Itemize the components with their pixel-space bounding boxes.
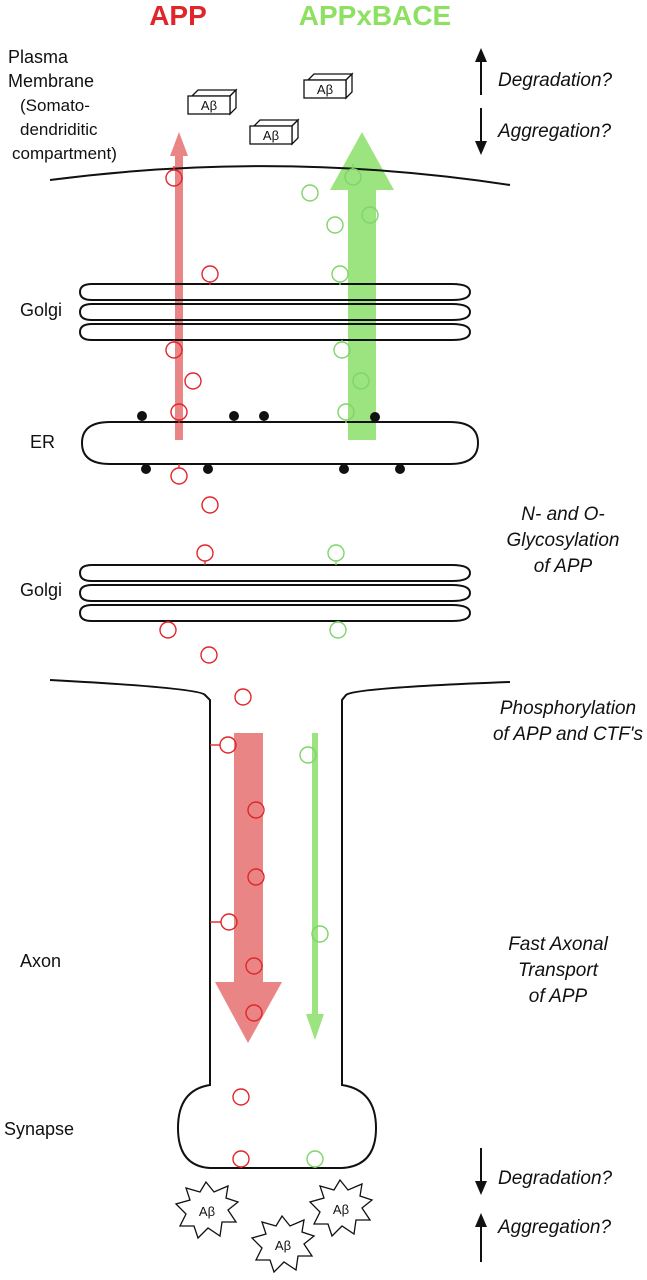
appxbace-upward-arrow	[330, 132, 394, 440]
golgi-bottom	[78, 564, 472, 622]
golgi-bottom-label: Golgi	[20, 580, 62, 600]
svg-text:of APP and CTF's: of APP and CTF's	[493, 724, 644, 745]
svg-text:Membrane: Membrane	[8, 71, 94, 91]
svg-text:compartment): compartment)	[12, 144, 117, 163]
aggregation-top-annotation: Aggregation?	[475, 108, 611, 155]
app-vesicle	[234, 688, 252, 706]
svg-text:Aβ: Aβ	[199, 1204, 215, 1219]
app-downward-arrow	[215, 733, 282, 1043]
appxbace-vesicle	[311, 925, 329, 943]
degradation-top-annotation: Degradation?	[475, 48, 613, 95]
appxbace-vesicle	[306, 1150, 324, 1168]
app-vesicle	[219, 736, 237, 754]
svg-text:Aggregation?: Aggregation?	[497, 121, 611, 142]
abeta-plaque-2: Aβ	[250, 1214, 316, 1274]
abeta-box-2: Aβ	[303, 72, 354, 100]
app-vesicle	[159, 621, 177, 639]
svg-text:dendriditic: dendriditic	[20, 120, 98, 139]
degradation-bottom-annotation: Degradation?	[475, 1148, 613, 1195]
appxbace-vesicle	[327, 544, 345, 562]
appxbace-vesicle	[333, 341, 351, 359]
phosphorylation-annotation: Phosphorylation of APP and CTF's	[493, 698, 644, 745]
app-vesicle	[232, 1150, 250, 1168]
axon-label: Axon	[20, 951, 61, 971]
svg-text:Glycosylation: Glycosylation	[507, 530, 620, 551]
app-vesicle	[247, 801, 265, 819]
svg-text:Aβ: Aβ	[317, 82, 333, 97]
svg-text:N- and O-: N- and O-	[521, 504, 604, 525]
app-vesicle	[245, 957, 263, 975]
svg-text:Aβ: Aβ	[201, 98, 217, 113]
appxbace-vesicle	[331, 265, 349, 283]
app-vesicle	[170, 467, 188, 485]
synapse-label: Synapse	[4, 1119, 74, 1139]
svg-text:Aggregation?: Aggregation?	[497, 1217, 611, 1238]
app-vesicle	[201, 496, 219, 514]
appxbace-vesicle	[299, 746, 317, 764]
appxbace-header: APPxBACE	[299, 0, 451, 31]
svg-text:Aβ: Aβ	[333, 1202, 349, 1217]
glycosylation-annotation: N- and O- Glycosylation of APP	[507, 504, 620, 577]
abeta-box-1: Aβ	[187, 88, 238, 116]
appxbace-vesicles	[299, 164, 379, 1168]
svg-text:Phosphorylation: Phosphorylation	[500, 698, 636, 719]
abeta-plaque-3: Aβ	[308, 1178, 374, 1238]
plasma-membrane-label: Plasma Membrane (Somato- dendriditic com…	[8, 47, 117, 163]
app-header: APP	[149, 0, 207, 31]
appxbace-downward-arrow	[306, 733, 324, 1040]
svg-text:Aβ: Aβ	[275, 1238, 291, 1253]
transport-annotation: Fast Axonal Transport of APP	[508, 934, 608, 1007]
svg-text:of APP: of APP	[529, 986, 588, 1007]
svg-text:of APP: of APP	[534, 556, 593, 577]
app-vesicle	[247, 868, 265, 886]
app-vesicle	[200, 646, 218, 664]
appxbace-vesicle	[329, 621, 347, 639]
app-vesicle	[201, 265, 219, 283]
app-vesicle	[245, 1004, 263, 1022]
appxbace-vesicle	[352, 372, 370, 390]
svg-text:(Somato-: (Somato-	[20, 96, 90, 115]
app-upward-arrow	[170, 132, 188, 440]
svg-text:Plasma: Plasma	[8, 47, 69, 67]
er-label: ER	[30, 432, 55, 452]
golgi-top-label: Golgi	[20, 300, 62, 320]
endoplasmic-reticulum	[80, 421, 480, 465]
svg-text:Degradation?: Degradation?	[498, 1168, 613, 1189]
plasma-membrane	[49, 165, 511, 186]
app-vesicles	[159, 166, 265, 1168]
golgi-top	[78, 283, 472, 341]
svg-text:Aβ: Aβ	[263, 128, 279, 143]
axon-membrane-right	[341, 681, 511, 1169]
ribosomes	[137, 411, 405, 474]
appxbace-vesicle	[301, 184, 319, 202]
axon-membrane-left	[49, 679, 211, 1169]
svg-text:Transport: Transport	[518, 960, 599, 981]
app-vesicle	[232, 1088, 250, 1106]
app-vesicle	[184, 372, 202, 390]
svg-text:Degradation?: Degradation?	[498, 70, 613, 91]
svg-text:Fast Axonal: Fast Axonal	[508, 934, 608, 955]
appxbace-vesicle	[326, 216, 344, 234]
abeta-box-3: Aβ	[249, 118, 300, 146]
abeta-plaque-1: Aβ	[174, 1180, 240, 1240]
app-vesicle	[196, 544, 214, 562]
appxbace-vesicle	[361, 206, 379, 224]
aggregation-bottom-annotation: Aggregation?	[475, 1213, 611, 1262]
